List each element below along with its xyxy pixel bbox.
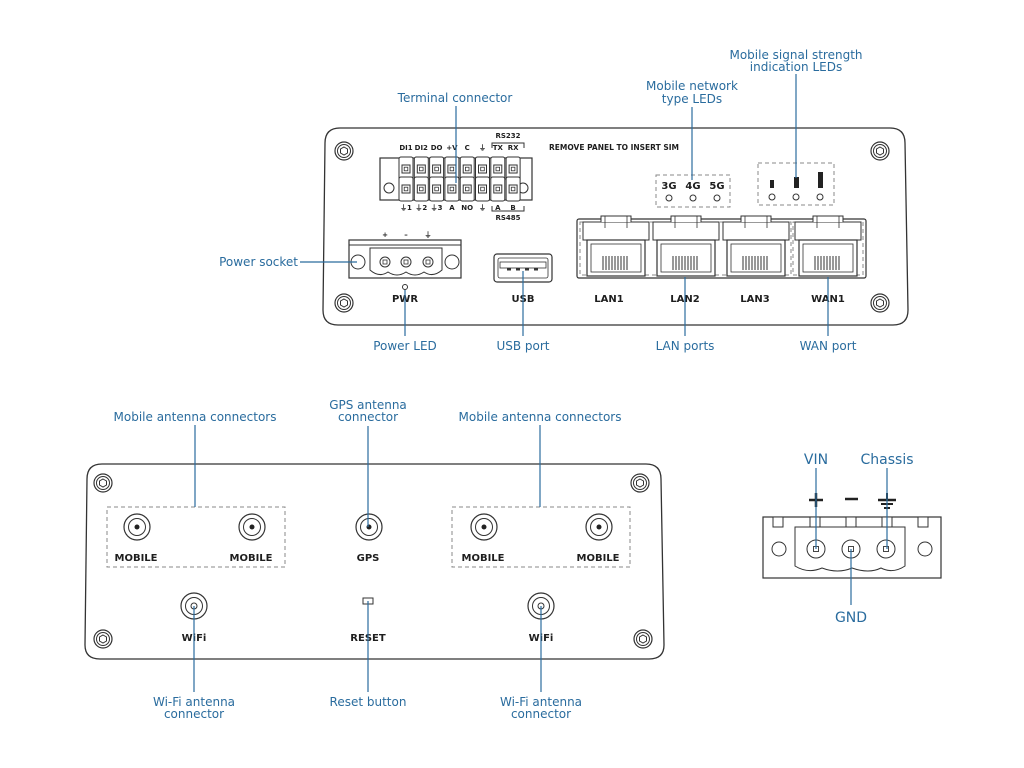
terminal-pin-label: C (465, 144, 470, 152)
gps-antenna-connector[interactable] (355, 513, 383, 541)
callout-network-leds-line2: type LEDs (662, 92, 722, 106)
callout-reset-button: Reset button (330, 695, 407, 709)
signal-bar-icon (818, 172, 823, 188)
terminal-pin-bottom[interactable] (413, 176, 429, 202)
network-led-label: 3G (661, 181, 676, 192)
screw-icon (334, 293, 354, 313)
screw-icon (870, 141, 890, 161)
signal-led-2 (792, 193, 800, 201)
callout-terminal-connector: Terminal connector (397, 91, 513, 105)
callout-power-socket: Power socket (219, 255, 298, 269)
screw-icon (630, 473, 650, 493)
back-panel-body (84, 463, 665, 660)
mobile-antenna-connector-4[interactable] (585, 513, 613, 541)
network-led-label: 5G (709, 181, 724, 192)
mobile-antenna-connector-3[interactable] (470, 513, 498, 541)
mobile-label-1: MOBILE (115, 553, 158, 564)
sim-notice: REMOVE PANEL TO INSERT SIM (549, 143, 679, 152)
terminal-pin-bottom[interactable] (398, 176, 414, 202)
power-pin-ground: ⏚ (425, 231, 432, 239)
terminal-pin-label: ⏚1 (400, 204, 412, 212)
power-pin-plus: + (382, 231, 388, 239)
callout-lan-ports: LAN ports (656, 339, 715, 353)
screw-icon (93, 629, 113, 649)
back-panel: MOBILE MOBILE GPS MOBILE MOBILE WiFi RES… (84, 398, 665, 721)
rs232-label: RS232 (495, 132, 520, 140)
callout-signal-leds-line1: Mobile signal strength (729, 48, 862, 62)
callout-wifi-left-line2: connector (164, 707, 224, 721)
terminal-pin-label: A (449, 204, 455, 212)
screw-icon (93, 473, 113, 493)
terminal-pin-label: DI1 (399, 144, 412, 152)
ethernet-port-label: LAN3 (740, 294, 769, 305)
power-socket[interactable]: + – ⏚ (348, 231, 462, 279)
signal-led-1 (768, 193, 776, 201)
network-led-4g (689, 194, 697, 202)
terminal-pin-label: B (510, 204, 515, 212)
chassis-label: Chassis (861, 452, 914, 468)
lan1-port[interactable] (582, 215, 650, 277)
terminal-pin-label: ⏚2 (415, 204, 427, 212)
wan1-port[interactable] (794, 215, 862, 277)
screw-icon (334, 141, 354, 161)
signal-bar-icon (794, 177, 799, 188)
terminal-pin-label: DI2 (415, 144, 428, 152)
mobile-antenna-connector-1[interactable] (123, 513, 151, 541)
terminal-pin-label: NO (461, 204, 473, 212)
screw-icon (870, 293, 890, 313)
terminal-pin-label: TX (493, 144, 504, 152)
terminal-pin-label: ⏚3 (431, 204, 443, 212)
network-led-5g (713, 194, 721, 202)
power-connector-detail: VIN Chassis GND (762, 452, 942, 626)
callout-usb-port: USB port (496, 339, 549, 353)
signal-bar-icon (770, 180, 774, 188)
callout-wifi-right-line2: connector (511, 707, 571, 721)
mobile-label-4: MOBILE (577, 553, 620, 564)
network-led-3g (665, 194, 673, 202)
callout-power-led: Power LED (373, 339, 437, 353)
callout-network-leds-line1: Mobile network (646, 79, 738, 93)
gps-label: GPS (357, 553, 380, 564)
callout-gps-line2: connector (338, 410, 398, 424)
mobile-antenna-connector-2[interactable] (238, 513, 266, 541)
lan2-port[interactable] (652, 215, 720, 277)
mobile-label-3: MOBILE (462, 553, 505, 564)
callout-gps-line1: GPS antenna (329, 398, 407, 412)
terminal-pin-bottom[interactable] (459, 176, 475, 202)
terminal-pin-label: DO (431, 144, 443, 152)
callout-wifi-right-line1: Wi-Fi antenna (500, 695, 582, 709)
ethernet-port-label: LAN1 (594, 294, 623, 305)
network-led-label: 4G (685, 181, 700, 192)
screw-icon (633, 629, 653, 649)
signal-led-3 (816, 193, 824, 201)
terminal-pin-label: ⏚ (479, 144, 486, 152)
terminal-pin-bottom[interactable] (444, 176, 460, 202)
callout-signal-leds-line2: indication LEDs (750, 60, 842, 74)
lan3-port[interactable] (722, 215, 790, 277)
callout-wan-port: WAN port (800, 339, 857, 353)
terminal-pin-label: RX (508, 144, 519, 152)
vin-label: VIN (804, 452, 828, 468)
gnd-label: GND (835, 610, 867, 626)
callout-wifi-left-line1: Wi-Fi antenna (153, 695, 235, 709)
callout-mobile-antennas-left: Mobile antenna connectors (114, 410, 277, 424)
terminal-pin-bottom[interactable] (475, 176, 490, 202)
terminal-pin-bottom[interactable] (505, 176, 521, 202)
power-led (402, 284, 408, 290)
terminal-pin-label: A (495, 204, 501, 212)
terminal-pin-bottom[interactable] (429, 176, 445, 202)
terminal-pin-bottom[interactable] (490, 176, 506, 202)
polarity-symbols (809, 493, 896, 509)
mobile-label-2: MOBILE (230, 553, 273, 564)
rs485-label: RS485 (495, 214, 520, 222)
power-pin-minus: – (404, 231, 408, 239)
callout-mobile-antennas-right: Mobile antenna connectors (459, 410, 622, 424)
terminal-pin-label: ⏚ (479, 204, 486, 212)
network-type-leds: 3G 4G 5G (655, 174, 731, 208)
terminal-pin-label: +V (446, 144, 458, 152)
